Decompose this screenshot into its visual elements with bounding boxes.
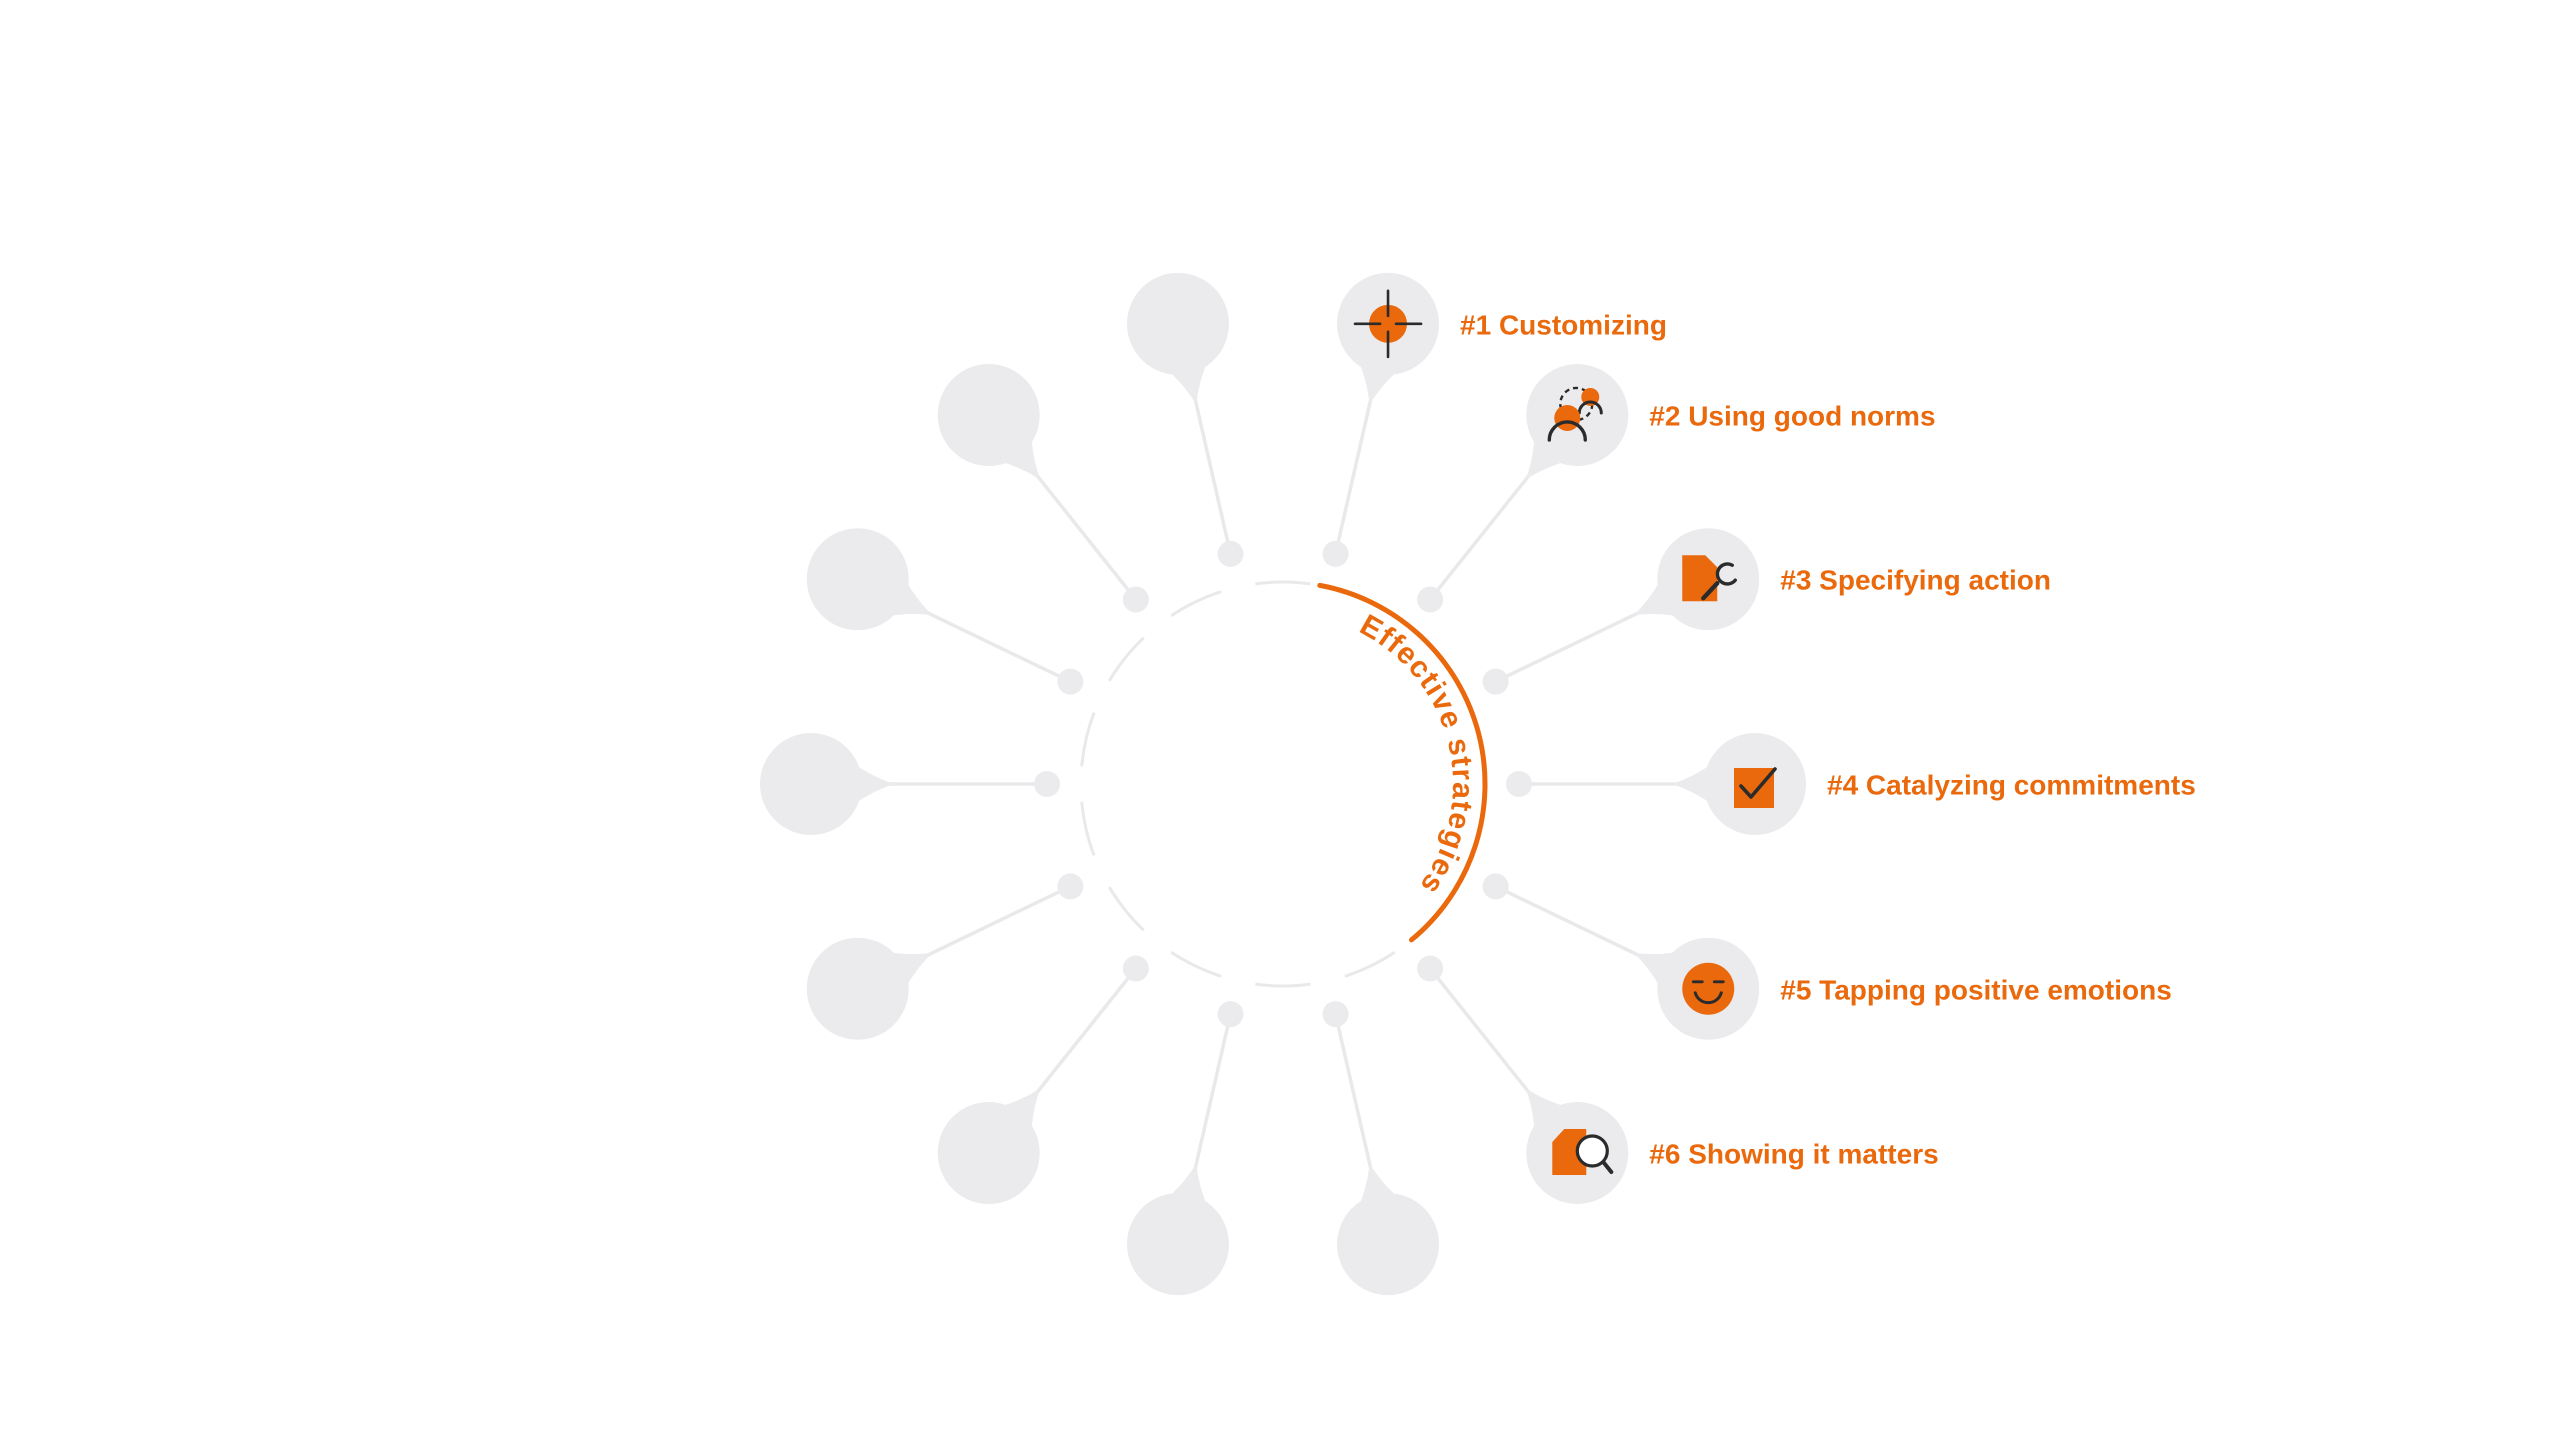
spoke-line bbox=[924, 610, 1072, 684]
spoke-dot bbox=[1322, 1001, 1349, 1028]
spoke-line bbox=[1192, 1013, 1233, 1172]
magnifier-lens bbox=[1575, 1134, 1609, 1168]
people-norms-icon bbox=[1547, 386, 1603, 442]
person-shoulders-large bbox=[1547, 420, 1587, 442]
placeholder-spoke bbox=[937, 955, 1149, 1205]
spoke-dot bbox=[1217, 1001, 1244, 1028]
document-shape bbox=[1682, 555, 1718, 602]
spoke-line bbox=[1428, 472, 1532, 601]
strategy-1-spoke: #1 Customizing bbox=[1322, 272, 1667, 567]
strategy-4-label: #4 Catalyzing commitments bbox=[1827, 770, 2196, 801]
placeholder-spoke bbox=[1126, 272, 1244, 567]
spoke-dot bbox=[1417, 586, 1444, 613]
spoke-dot bbox=[1506, 771, 1532, 797]
strategy-3-spoke: #3 Specifying action bbox=[1482, 528, 2051, 695]
person-shoulders-small bbox=[1577, 400, 1603, 415]
bulb-circle bbox=[937, 1102, 1040, 1205]
bulb-circle bbox=[1126, 1193, 1229, 1296]
spoke-dot bbox=[1122, 955, 1149, 982]
ring-segment bbox=[1255, 982, 1311, 988]
spoke-dot bbox=[1417, 955, 1444, 982]
document-shape bbox=[1552, 1129, 1587, 1176]
ring-segment bbox=[1255, 580, 1311, 586]
spoke-dot bbox=[1217, 540, 1244, 567]
spoke-line bbox=[924, 884, 1072, 958]
strategy-5-spoke: #5 Tapping positive emotions bbox=[1482, 873, 2172, 1040]
strategy-1-label: #1 Customizing bbox=[1460, 309, 1667, 340]
spoke-dot bbox=[1057, 873, 1084, 900]
strategy-2-spoke: #2 Using good norms bbox=[1417, 363, 1936, 613]
ring-segment bbox=[1108, 886, 1145, 932]
strategy-3-label: #3 Specifying action bbox=[1780, 565, 2051, 596]
document-magnifier-icon bbox=[1552, 1129, 1614, 1176]
spoke-dot bbox=[1482, 668, 1509, 695]
crosshair-target-icon bbox=[1353, 289, 1423, 359]
spoke-line bbox=[1034, 967, 1138, 1096]
effective-strategies-arc-label: Effective strategies bbox=[1354, 608, 1479, 901]
strategy-4-spoke: #4 Catalyzing commitments bbox=[1506, 733, 2196, 835]
placeholder-spoke bbox=[806, 528, 1084, 695]
icon-stroke bbox=[1701, 581, 1720, 601]
target-dot bbox=[1369, 304, 1408, 343]
spoke-line bbox=[1034, 472, 1138, 601]
icon-stroke bbox=[1601, 1160, 1614, 1175]
smiley-head bbox=[1682, 962, 1735, 1015]
ring-segment bbox=[1080, 801, 1096, 856]
strategy-2-label: #2 Using good norms bbox=[1649, 400, 1935, 431]
check-mark bbox=[1739, 767, 1777, 799]
arc-label-text: Effective strategies bbox=[1354, 608, 1478, 901]
bulb-circle bbox=[760, 733, 862, 835]
bulb-circle bbox=[806, 937, 909, 1040]
bulb-circle bbox=[1337, 1193, 1440, 1296]
placeholder-spoke bbox=[760, 733, 1060, 835]
bulb-circle bbox=[937, 363, 1040, 466]
placeholder-spoke bbox=[937, 363, 1149, 613]
spoke-line bbox=[1333, 1013, 1374, 1172]
ring-segment bbox=[1170, 590, 1222, 617]
spoke-line bbox=[1494, 884, 1642, 958]
placeholder-spoke bbox=[1126, 1001, 1244, 1296]
spoke-line bbox=[1192, 396, 1233, 555]
spoke-line bbox=[1494, 610, 1642, 684]
checkbox-check-icon bbox=[1734, 767, 1777, 808]
spoke-dot bbox=[1122, 586, 1149, 613]
spoke-dot bbox=[1034, 771, 1060, 797]
strategy-5-label: #5 Tapping positive emotions bbox=[1780, 974, 2172, 1005]
ring-segment bbox=[1080, 712, 1096, 767]
bulb-circle bbox=[806, 528, 909, 631]
effective-strategies-arc bbox=[1317, 582, 1488, 943]
strategy-6-label: #6 Showing it matters bbox=[1649, 1139, 1938, 1170]
spoke-dot bbox=[1322, 540, 1349, 567]
placeholder-spoke bbox=[1322, 1001, 1440, 1296]
strategy-6-spoke: #6 Showing it matters bbox=[1417, 955, 1939, 1205]
wrench-head bbox=[1715, 562, 1737, 586]
smiley-face-icon bbox=[1682, 962, 1735, 1015]
spoke-line bbox=[1333, 396, 1374, 555]
ring-segment bbox=[1170, 951, 1222, 978]
spoke-line bbox=[1428, 967, 1532, 1096]
ring-segment bbox=[1344, 951, 1396, 978]
spoke-dot bbox=[1057, 668, 1084, 695]
checkbox-square bbox=[1734, 768, 1774, 808]
spoke-dot bbox=[1482, 873, 1509, 900]
document-wrench-icon bbox=[1682, 555, 1737, 602]
ring-segment bbox=[1108, 636, 1145, 682]
person-head-large bbox=[1554, 404, 1581, 431]
bulb-circle bbox=[1126, 272, 1229, 375]
placeholder-spoke bbox=[806, 873, 1084, 1040]
smiley-smile bbox=[1693, 991, 1723, 1005]
